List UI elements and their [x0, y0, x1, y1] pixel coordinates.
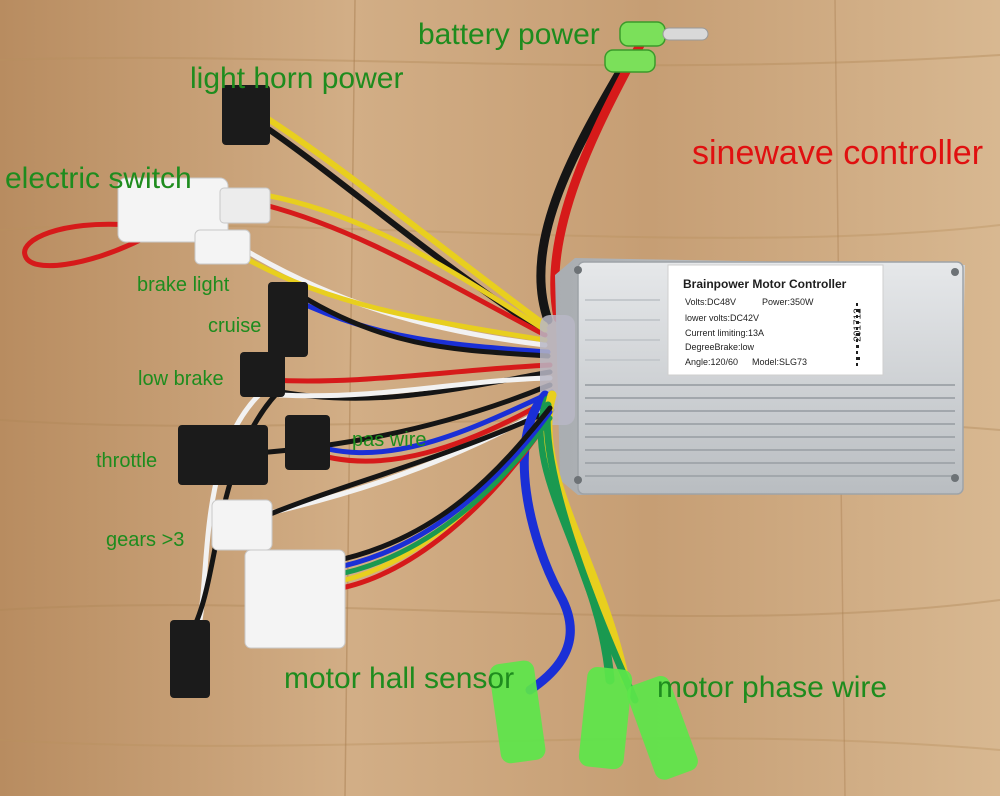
controller-box	[540, 258, 965, 495]
sticker-volts: Volts:DC48V	[685, 297, 737, 307]
battery-connectors	[604, 21, 709, 73]
upper-wires	[22, 40, 645, 628]
label-cruise: cruise	[208, 315, 262, 337]
phase-connectors	[489, 660, 698, 780]
label-brake-light: brake light	[137, 274, 230, 296]
label-pas-wire: pas wire	[352, 429, 427, 451]
label-low-brake: low brake	[138, 368, 224, 390]
label-throttle: throttle	[96, 450, 158, 472]
sticker-power: Power:350W	[762, 297, 814, 307]
label-light-horn-power: light horn power	[190, 62, 404, 95]
label-motor-hall-sensor: motor hall sensor	[284, 662, 515, 695]
label-electric-switch: electric switch	[5, 162, 192, 195]
sticker-current-limiting: Current limiting:13A	[685, 328, 765, 338]
lower-wires	[327, 390, 639, 704]
sticker-date-code: 201712	[852, 308, 864, 342]
controller-sticker	[667, 264, 884, 376]
sticker-degree-brake: DegreeBrake:low	[685, 342, 755, 352]
label-motor-phase-wire: motor phase wire	[657, 671, 888, 704]
label-gears: gears >3	[106, 529, 185, 551]
connectors	[117, 85, 346, 698]
label-sinewave-controller: sinewave controller	[692, 134, 984, 172]
sticker-model: Model:SLG73	[752, 357, 808, 367]
sticker-lower-volts: lower volts:DC42V	[685, 313, 760, 323]
sticker-angle: Angle:120/60	[685, 357, 739, 367]
label-battery-power: battery power	[418, 18, 600, 51]
sticker-title: Brainpower Motor Controller	[683, 277, 847, 291]
